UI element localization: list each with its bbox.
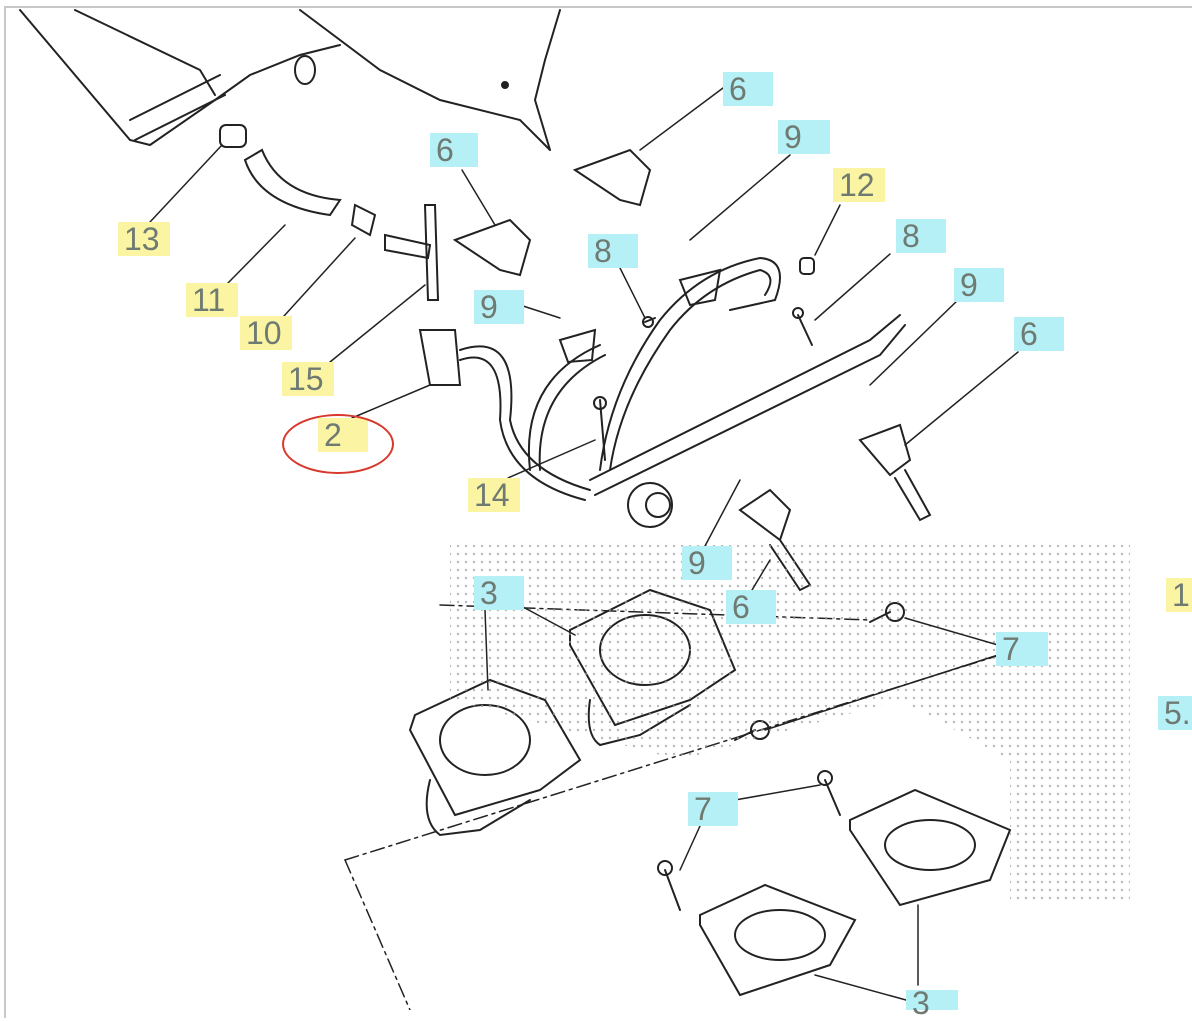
diagram-frame [4, 6, 1192, 1018]
callout-3[interactable]: 3 [906, 987, 958, 1019]
callout-9[interactable]: 9 [474, 290, 524, 324]
callout-3[interactable]: 3 [474, 576, 524, 610]
callout-9[interactable]: 9 [682, 546, 732, 580]
callout-7[interactable]: 7 [688, 792, 738, 826]
callout-15[interactable]: 15 [282, 362, 334, 396]
callout-6[interactable]: 6 [723, 72, 773, 106]
injectors [452, 148, 932, 592]
callout-9[interactable]: 9 [778, 120, 830, 154]
callout-8[interactable]: 8 [896, 219, 946, 253]
callout-7[interactable]: 7 [996, 632, 1048, 666]
callout-13[interactable]: 13 [118, 222, 170, 256]
fuel-hoses [418, 256, 906, 528]
callout-6[interactable]: 6 [726, 590, 776, 624]
hose-11 [219, 124, 342, 217]
leader-lines [149, 87, 1019, 1001]
callout-5[interactable]: 5. [1158, 696, 1192, 730]
callout-12[interactable]: 12 [833, 168, 885, 202]
callout-10[interactable]: 10 [240, 316, 292, 350]
callout-11[interactable]: 11 [186, 283, 238, 317]
callout-6[interactable]: 6 [1014, 317, 1064, 351]
callout-6[interactable]: 6 [430, 133, 478, 167]
mounting-bracket [19, 9, 561, 151]
callout-1[interactable]: 1 [1166, 578, 1192, 612]
highlight-circle [282, 414, 394, 474]
t-fitting [350, 203, 440, 301]
callout-8[interactable]: 8 [588, 234, 638, 268]
callout-14[interactable]: 14 [468, 478, 520, 512]
callout-9[interactable]: 9 [954, 268, 1004, 302]
